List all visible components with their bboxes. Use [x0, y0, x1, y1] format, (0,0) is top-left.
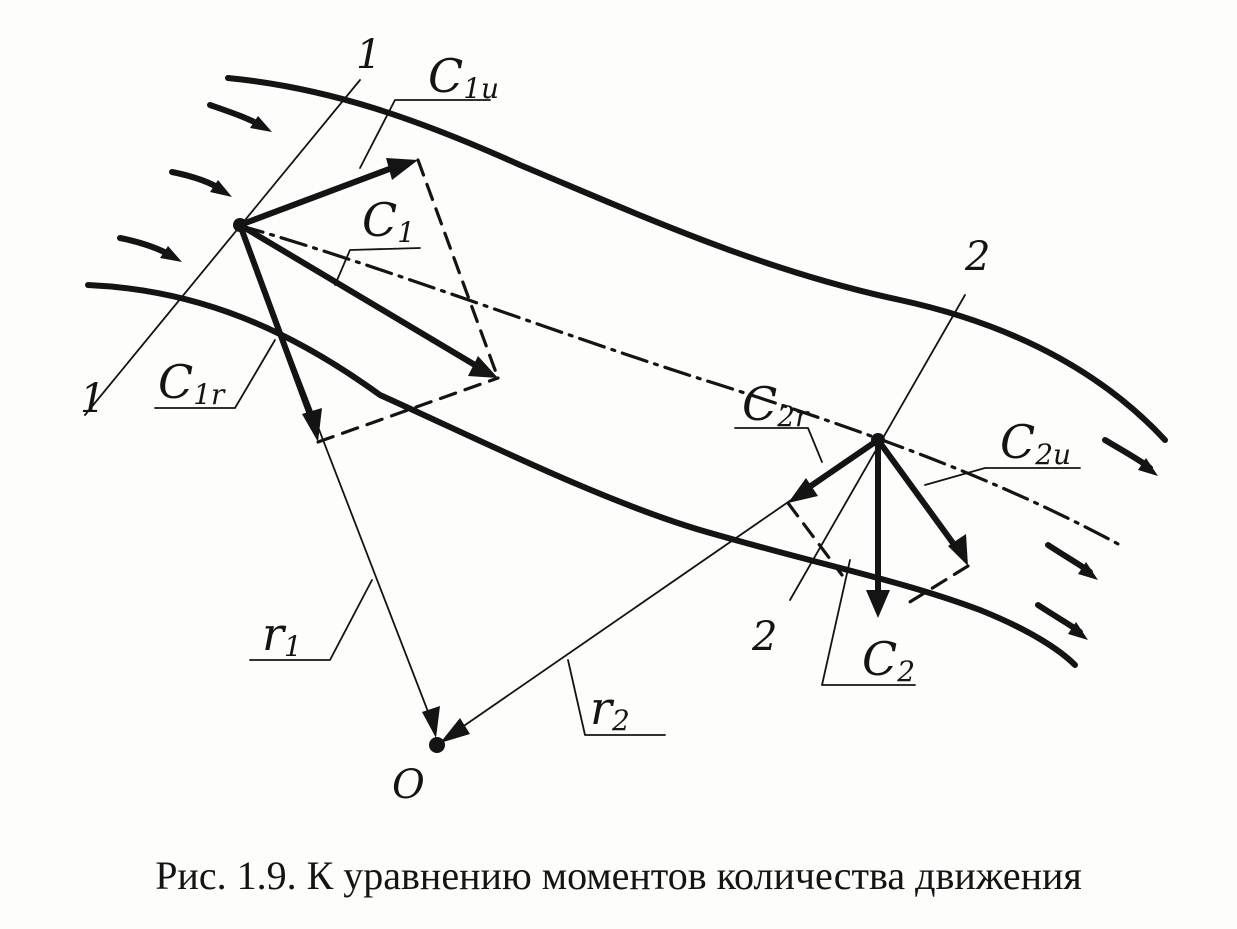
label-section1-top: 1: [356, 32, 381, 78]
label-c2u: C2u: [1000, 415, 1071, 471]
construction-c2r-c2: [786, 501, 844, 577]
origin-point: [429, 737, 445, 753]
vector-c1u: [237, 162, 403, 228]
radius-r1-head: [422, 706, 440, 738]
radius-r2: [454, 439, 879, 733]
inlet-flow-arrows: [117, 102, 272, 262]
label-c1u: C1u: [428, 49, 499, 105]
point-1: [233, 218, 247, 232]
vector-c2-head: [866, 590, 890, 618]
label-section2-top: 2: [964, 234, 990, 280]
radius-r2-head: [440, 718, 470, 743]
channel-centerline: [236, 223, 1122, 547]
construction-c1r-c1: [316, 376, 500, 444]
vector-c2u-head: [948, 534, 968, 566]
vector-c1-head: [468, 356, 498, 378]
vector-c1: [237, 222, 483, 371]
vector-c1u-head: [386, 158, 418, 180]
point-2: [871, 433, 885, 447]
label-c2r: C2r: [742, 377, 810, 433]
construction-c1u-c1: [416, 158, 500, 380]
vector-c2u: [875, 437, 961, 553]
label-r1: r1: [262, 607, 302, 663]
vector-c1r-head: [302, 408, 322, 442]
construction-c2u-c2: [903, 564, 970, 607]
leader-c1u: [359, 99, 491, 169]
label-c1: C1: [362, 193, 415, 249]
label-section2-bottom: 2: [751, 614, 777, 660]
leader-r1: [249, 579, 373, 661]
channel-lower-wall: [85, 282, 1078, 668]
leader-c2: [821, 559, 916, 686]
label-r2: r2: [590, 681, 630, 737]
figure-caption: Рис. 1.9. К уравнению моментов количеств…: [155, 853, 1082, 898]
label-origin: O: [392, 762, 425, 808]
outlet-flow-arrows: [1035, 437, 1158, 640]
channel-upper-wall: [225, 75, 1168, 443]
label-section1-bottom: 1: [80, 376, 105, 422]
label-c2: C2: [862, 632, 915, 688]
leader-c1r: [154, 339, 276, 409]
leader-c2r: [734, 427, 823, 463]
leader-c2u: [924, 467, 1081, 486]
label-c1r: C1r: [158, 355, 226, 411]
leader-c1: [334, 247, 421, 286]
radius-r1: [239, 224, 433, 723]
flow-diagram: 1 1 2 2 C1u C1 C1r C2r C2u C2 r1 r2 O: [80, 32, 1168, 808]
leader-r2: [567, 659, 666, 736]
section-line-1: [84, 79, 361, 416]
